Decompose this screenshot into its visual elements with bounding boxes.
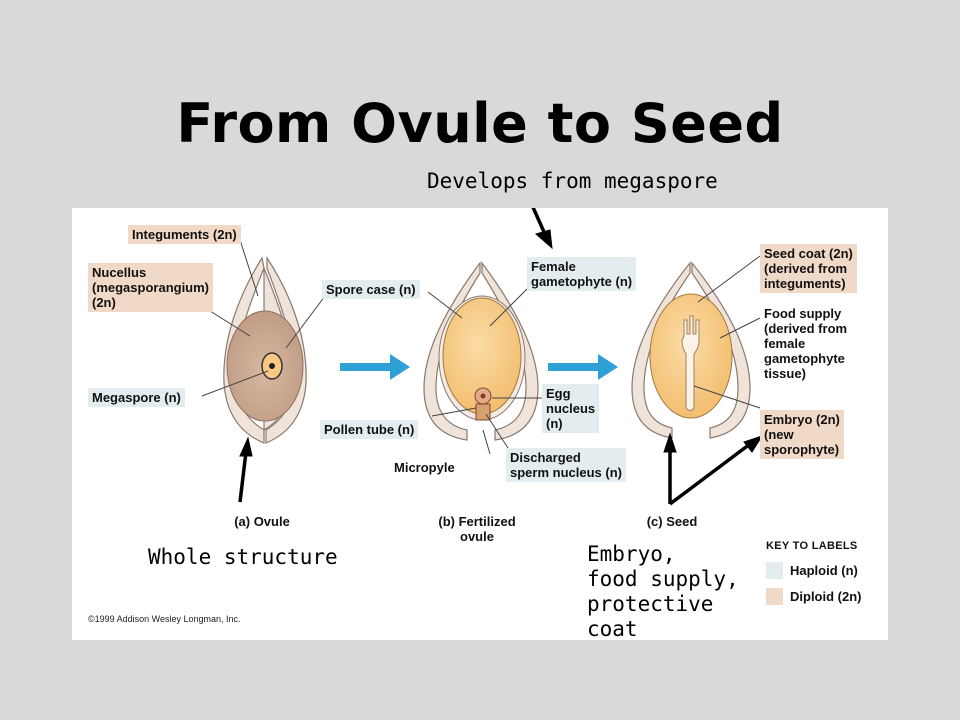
label-egg-nucleus: Egg nucleus (n) xyxy=(542,384,600,433)
embryo-note-line3: protective xyxy=(587,592,714,616)
label-food-supply-line2: (derived from xyxy=(764,321,848,336)
key-haploid-label: Haploid (n) xyxy=(790,563,858,578)
label-embryo: Embryo (2n) (new sporophyte) xyxy=(760,410,844,459)
label-spore-case: Spore case (n) xyxy=(322,280,420,299)
whole-structure-note: Whole structure xyxy=(148,545,338,569)
label-discharged-sperm: Discharged sperm nucleus (n) xyxy=(506,448,626,482)
label-embryo-line2: (new xyxy=(764,427,794,442)
label-seed-coat-line1: Seed coat (2n) xyxy=(764,246,853,261)
ovule-drawing xyxy=(223,255,307,444)
label-megaspore: Megaspore (n) xyxy=(88,388,185,407)
key-diploid-swatch xyxy=(766,588,783,605)
label-embryo-line1: Embryo (2n) xyxy=(764,412,840,427)
label-egg-nucleus-line1: Egg xyxy=(546,386,571,401)
develops-from-note: Develops from megaspore xyxy=(427,169,718,193)
label-nucellus-line3: (2n) xyxy=(92,295,116,310)
label-discharged-sperm-line1: Discharged xyxy=(510,450,581,465)
label-food-supply-line3: female xyxy=(764,336,806,351)
embryo-note-line2: food supply, xyxy=(587,567,739,591)
label-pollen-tube: Pollen tube (n) xyxy=(320,420,419,439)
fertilized-ovule-drawing xyxy=(423,261,539,441)
label-seed-coat-line3: integuments) xyxy=(764,276,846,291)
label-nucellus: Nucellus (megasporangium) (2n) xyxy=(88,263,214,312)
arrow-a-to-b xyxy=(340,354,410,380)
process-arrows xyxy=(340,354,618,380)
label-female-gametophyte-line2: gametophyte (n) xyxy=(531,274,633,289)
label-embryo-line3: sporophyte) xyxy=(764,442,840,457)
label-discharged-sperm-line2: sperm nucleus (n) xyxy=(510,465,622,480)
embryo xyxy=(681,315,700,411)
label-female-gametophyte: Female gametophyte (n) xyxy=(527,257,637,291)
label-food-supply: Food supply (derived from female gametop… xyxy=(760,304,851,383)
caption-seed: (c) Seed xyxy=(646,514,698,529)
annotation-arrows xyxy=(238,208,764,506)
label-nucellus-line1: Nucellus xyxy=(92,265,147,280)
ovule-seed-diagram xyxy=(201,208,764,506)
copyright: ©1999 Addison Wesley Longman, Inc. xyxy=(88,614,241,624)
label-seed-coat-line2: (derived from xyxy=(764,261,848,276)
label-food-supply-line4: gametophyte xyxy=(764,351,845,366)
leader-lines xyxy=(201,239,761,455)
label-female-gametophyte-line1: Female xyxy=(531,259,576,274)
caption-ovule: (a) Ovule xyxy=(234,514,290,529)
embryo-note-line1: Embryo, xyxy=(587,542,676,566)
embryo-food-coat-note: Embryo, food supply, protective coat xyxy=(587,542,739,642)
label-nucellus-line2: (megasporangium) xyxy=(92,280,210,295)
caption-fertilized-line2: ovule xyxy=(460,529,494,544)
label-integuments: Integuments (2n) xyxy=(128,225,241,244)
label-seed-coat: Seed coat (2n) (derived from integuments… xyxy=(760,244,857,293)
label-food-supply-line1: Food supply xyxy=(764,306,842,321)
label-micropyle: Micropyle xyxy=(394,460,455,475)
key-haploid-swatch xyxy=(766,562,783,579)
seed-drawing xyxy=(631,261,751,439)
embryo-note-line4: coat xyxy=(587,617,638,641)
slide-title: From Ovule to Seed xyxy=(176,92,784,155)
key-title: KEY TO LABELS xyxy=(766,540,858,552)
label-egg-nucleus-line3: (n) xyxy=(546,416,563,431)
key-diploid-label: Diploid (2n) xyxy=(790,589,862,604)
label-egg-nucleus-line2: nucleus xyxy=(546,401,596,416)
arrow-b-to-c xyxy=(548,354,618,380)
caption-fertilized-line1: (b) Fertilized xyxy=(438,514,516,529)
label-food-supply-line5: tissue) xyxy=(764,366,806,381)
caption-fertilized-ovule: (b) Fertilized ovule xyxy=(422,514,532,544)
figure-panel: Integuments (2n) Nucellus (megasporangiu… xyxy=(72,208,888,640)
